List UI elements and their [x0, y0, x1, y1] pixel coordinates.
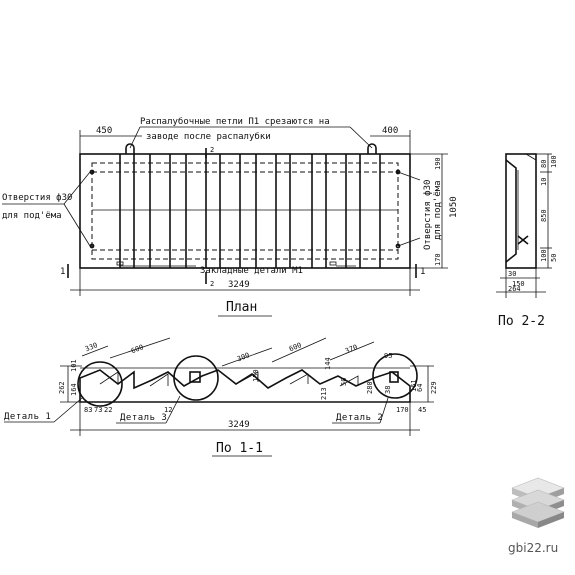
plan-left-offset: 450 [96, 126, 112, 136]
s11-left-height: 262 [58, 381, 66, 394]
plan-right-hole-line1: Отверстия ф30 [423, 180, 433, 250]
s22-d1: 80 [540, 160, 548, 168]
s11-d12: 12 [164, 406, 172, 414]
detail2-label: Деталь 2 [336, 413, 383, 423]
s11-d600b: 600 [288, 341, 303, 353]
detail3-circle [173, 355, 219, 401]
s22-title: По 2-2 [498, 314, 545, 329]
watermark: gbi22.ru [508, 477, 565, 555]
plan-note-line1: Распалубочные петли П1 срезаются на [140, 116, 330, 127]
s11-d280: 280 [366, 381, 374, 394]
plan-cut2-top: 2 [210, 146, 214, 154]
s11-d600a: 600 [130, 343, 145, 355]
plan-title: План [226, 300, 257, 315]
s22-width: 264 [508, 285, 521, 293]
s22-w2: 30 [508, 270, 516, 278]
s11-left-h2: 164 [70, 383, 78, 396]
s11-d229: 229 [430, 381, 438, 394]
section-1-1: 330 600 300 600 370 95 262 164 101 144 1… [4, 337, 438, 457]
s11-d370: 370 [344, 343, 359, 355]
plan-right-hole-line2: для под'ёма [433, 180, 443, 240]
s11-d64: 64 [416, 384, 424, 392]
s11-d45: 45 [418, 406, 426, 414]
plan-note-line2: заводе после распалубки [146, 131, 271, 142]
s22-d4: 850 [540, 209, 548, 222]
s11-d300: 300 [236, 351, 251, 363]
s11-d38: 38 [384, 386, 392, 394]
s11-d22: 22 [104, 406, 112, 414]
plan-right-offset: 400 [382, 126, 398, 136]
s11-d213: 213 [320, 387, 328, 400]
plan-cut2-bottom: 2 [210, 280, 214, 288]
section-2-2: 80 100 10 850 100 50 30 150 264 По 2-2 [496, 153, 558, 329]
plan-embed-label: Закладные детали М1 [200, 266, 303, 276]
s11-d170: 170 [396, 406, 409, 414]
s11-d50: 50 [340, 378, 348, 386]
s11-left-h3: 101 [70, 359, 78, 372]
s11-b83: 83 [84, 406, 92, 414]
plan-length: 3249 [228, 280, 250, 290]
stack-logo-icon [511, 477, 565, 528]
plan-left-hole-line1: Отверстия ф30 [2, 193, 72, 203]
s11-length: 3249 [228, 420, 250, 430]
s22-w3: 150 [512, 280, 525, 288]
plan-view: Распалубочные петли П1 срезаются на заво… [2, 116, 459, 317]
plan-cut1-left: 1 [60, 267, 65, 277]
plan-height: 1050 [449, 196, 459, 218]
s11-d95: 95 [384, 352, 392, 360]
watermark-site: gbi22.ru [508, 541, 558, 555]
detail2-circle [372, 353, 418, 399]
s22-d5: 100 [540, 249, 548, 262]
plan-ribs [119, 154, 381, 268]
s11-d161: 161 [410, 379, 418, 392]
plan-cut1-right: 1 [420, 267, 425, 277]
detail1-circle [77, 361, 123, 407]
s11-b73: 73 [94, 406, 102, 414]
plan-bottom-dim: 170 [434, 253, 442, 266]
s11-d330: 330 [84, 341, 99, 353]
s11-d150: 150 [252, 369, 260, 382]
s22-d6: 50 [550, 254, 558, 262]
detail3-label: Деталь 3 [120, 413, 167, 423]
s22-d2: 100 [550, 155, 558, 168]
plan-left-hole-line2: для под'ёма [2, 211, 62, 221]
detail1-label: Деталь 1 [4, 412, 51, 422]
s11-d144: 144 [324, 357, 332, 370]
plan-top-dim: 190 [434, 157, 442, 170]
s22-d3: 10 [540, 178, 548, 186]
s11-title: По 1-1 [216, 441, 263, 456]
